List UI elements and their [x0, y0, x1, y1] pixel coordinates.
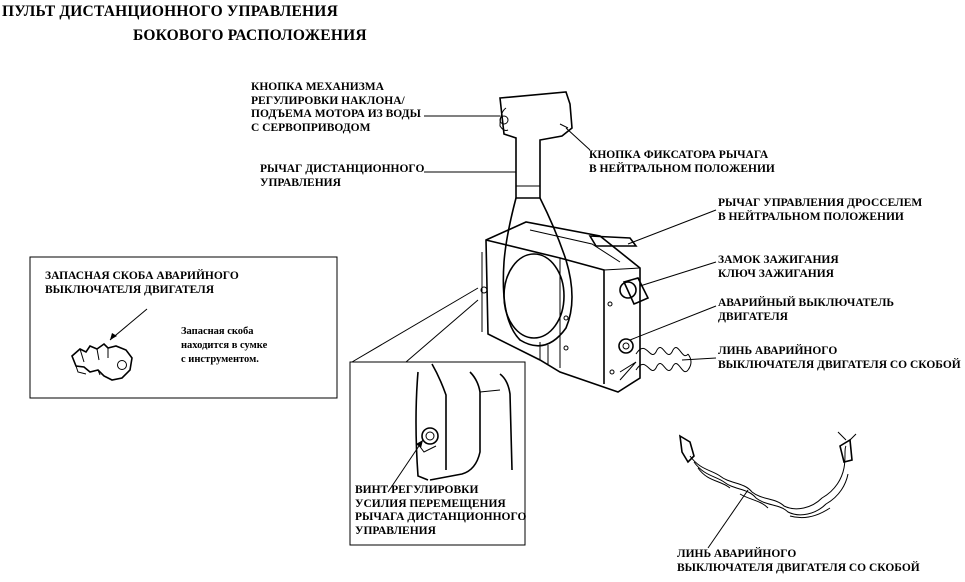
- ignition-key-drawing: [619, 277, 650, 306]
- stop-switch-drawing: [618, 338, 634, 354]
- lanyard-bottom-label: ЛИНЬ АВАРИЙНОГО ВЫКЛЮЧАТЕЛЯ ДВИГАТЕЛЯ СО…: [677, 548, 920, 574]
- ignition-label: ЗАМОК ЗАЖИГАНИЯ КЛЮЧ ЗАЖИГАНИЯ: [718, 254, 839, 280]
- leader-lines: [424, 115, 749, 549]
- friction-screw-leader: [387, 439, 424, 493]
- remote-control-lever-drawing: [499, 91, 573, 347]
- stop-lanyard-label: ЛИНЬ АВАРИЙНОГО ВЫКЛЮЧАТЕЛЯ ДВИГАТЕЛЯ СО…: [718, 345, 961, 371]
- throttle-lever-leader: [627, 209, 717, 245]
- friction-screw-label: ВИНТ РЕГУЛИРОВКИ УСИЛИЯ ПЕРЕМЕЩЕНИЯ РЫЧА…: [355, 484, 527, 537]
- neutral-lock-button-label: КНОПКА ФИКСАТОРА РЫЧАГА В НЕЙТРАЛЬНОМ ПО…: [589, 149, 775, 175]
- stop-switch-label: АВАРИЙНЫЙ ВЫКЛЮЧАТЕЛЬ ДВИГАТЕЛЯ: [718, 297, 895, 323]
- control-lever-label: РЫЧАГ ДИСТАНЦИОННОГО УПРАВЛЕНИЯ: [260, 163, 425, 189]
- detail-callout-line: [351, 287, 479, 363]
- lanyard-coil-on-box: [619, 347, 692, 381]
- neutral-lock-leader: [565, 127, 591, 151]
- spare-clip-title: ЗАПАСНАЯ СКОБА АВАРИЙНОГО ВЫКЛЮЧАТЕЛЯ ДВ…: [45, 270, 239, 296]
- spare-clip-note: Запасная скоба находится в сумке с инстр…: [181, 326, 268, 365]
- spare-clip-leader: [109, 308, 148, 341]
- throttle-lever-drawing: [588, 235, 638, 247]
- ignition-leader: [639, 261, 717, 287]
- spare-clip-inset-box: [29, 256, 338, 399]
- spare-clip-drawing: [71, 342, 133, 381]
- stop-lanyard-leader: [681, 357, 717, 361]
- stop-switch-lanyard-drawing: [679, 431, 857, 519]
- diagram-title-line-2: БОКОВОГО РАСПОЛОЖЕНИЯ: [133, 27, 367, 44]
- throttle-lever-label: РЫЧАГ УПРАВЛЕНИЯ ДРОССЕЛЕМ В НЕЙТРАЛЬНОМ…: [718, 197, 923, 223]
- diagram-title-line-1: ПУЛЬТ ДИСТАНЦИОННОГО УПРАВЛЕНИЯ: [2, 3, 338, 20]
- friction-screw-detail-drawing: [415, 363, 513, 481]
- trim-button-label: КНОПКА МЕХАНИЗМА РЕГУЛИРОВКИ НАКЛОНА/ ПО…: [251, 81, 421, 134]
- lanyard-bottom-leader: [707, 489, 749, 549]
- stop-switch-leader: [629, 305, 717, 341]
- friction-screw-detail-box: [349, 361, 526, 546]
